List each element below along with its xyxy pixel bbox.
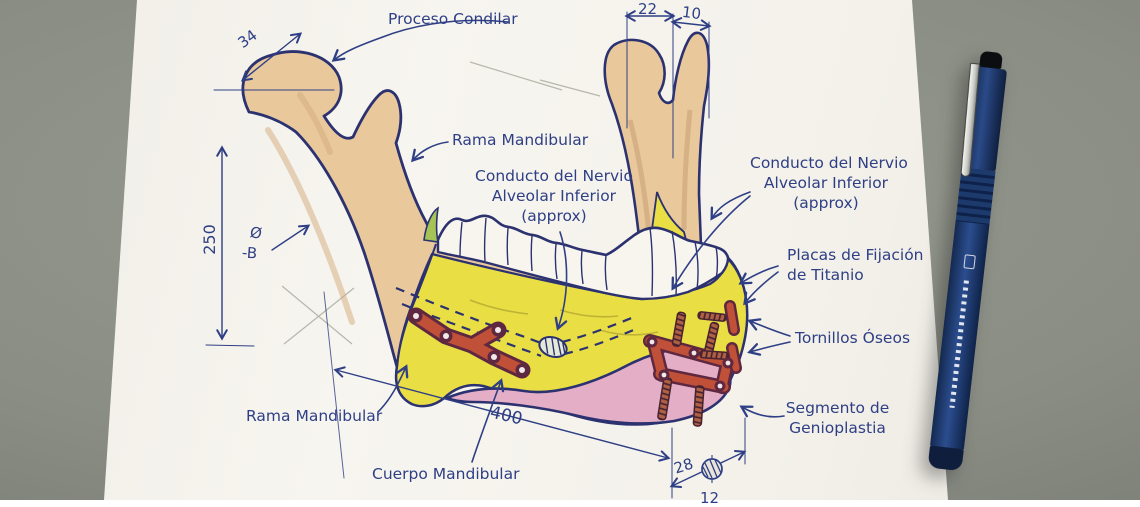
conducto-center-line1: Conducto del Nervio xyxy=(475,167,633,185)
dim-diameter-ref: -B xyxy=(241,243,258,263)
label-segmento: Segmento de Genioplastia xyxy=(780,399,895,439)
label-proceso-condilar: Proceso Condilar xyxy=(388,10,518,28)
pen-brand-text-illegible xyxy=(949,280,969,409)
label-leader-arrows xyxy=(331,19,791,463)
conducto-center-line3: (approx) xyxy=(521,206,587,225)
ramus-shading xyxy=(265,92,355,325)
dim-10: 10 xyxy=(680,2,703,24)
dim-12: 12 xyxy=(700,489,720,507)
label-conducto-center: Conducto del Nervio Alveolar Inferior (a… xyxy=(470,167,638,226)
segmento-line2: Genioplastia xyxy=(789,418,886,437)
section-circle-symbol xyxy=(701,455,723,483)
dim-250: 250 xyxy=(199,224,219,255)
dim-22: 22 xyxy=(638,0,658,18)
label-conducto-right: Conducto del Nervio Alveolar Inferior (a… xyxy=(750,154,908,213)
body-texture xyxy=(469,299,659,336)
teeth-row xyxy=(436,214,730,301)
conducto-right-line2: Alveolar Inferior xyxy=(763,173,889,192)
conducto-center-line2: Alveolar Inferior xyxy=(491,186,617,205)
pen-bottom-end xyxy=(927,445,964,472)
right-ramus-shading xyxy=(627,109,693,237)
label-placas: Placas de Fijación de Titanio xyxy=(787,246,924,286)
conducto-right-line3: (approx) xyxy=(793,193,859,212)
nerve-canal-dashed xyxy=(395,286,637,358)
placas-line2: de Titanio xyxy=(787,265,864,284)
label-rama-mandibular-bottom: Rama Mandibular xyxy=(246,407,383,425)
label-cuerpo-mandibular: Cuerpo Mandibular xyxy=(372,465,520,483)
conducto-right-line1: Conducto del Nervio xyxy=(750,154,908,172)
segmento-line1: Segmento de xyxy=(785,399,890,417)
nerve-canal-section-marker xyxy=(538,335,568,359)
label-rama-mandibular-top: Rama Mandibular xyxy=(452,131,589,149)
label-tornillos: Tornillos Óseos xyxy=(795,329,911,347)
pen-grip-ridges xyxy=(955,167,996,225)
placas-line1: Placas de Fijación xyxy=(787,246,924,264)
tooth-separations xyxy=(459,217,719,297)
pen-logo-mark xyxy=(963,254,976,270)
retromolar-green xyxy=(423,206,440,243)
